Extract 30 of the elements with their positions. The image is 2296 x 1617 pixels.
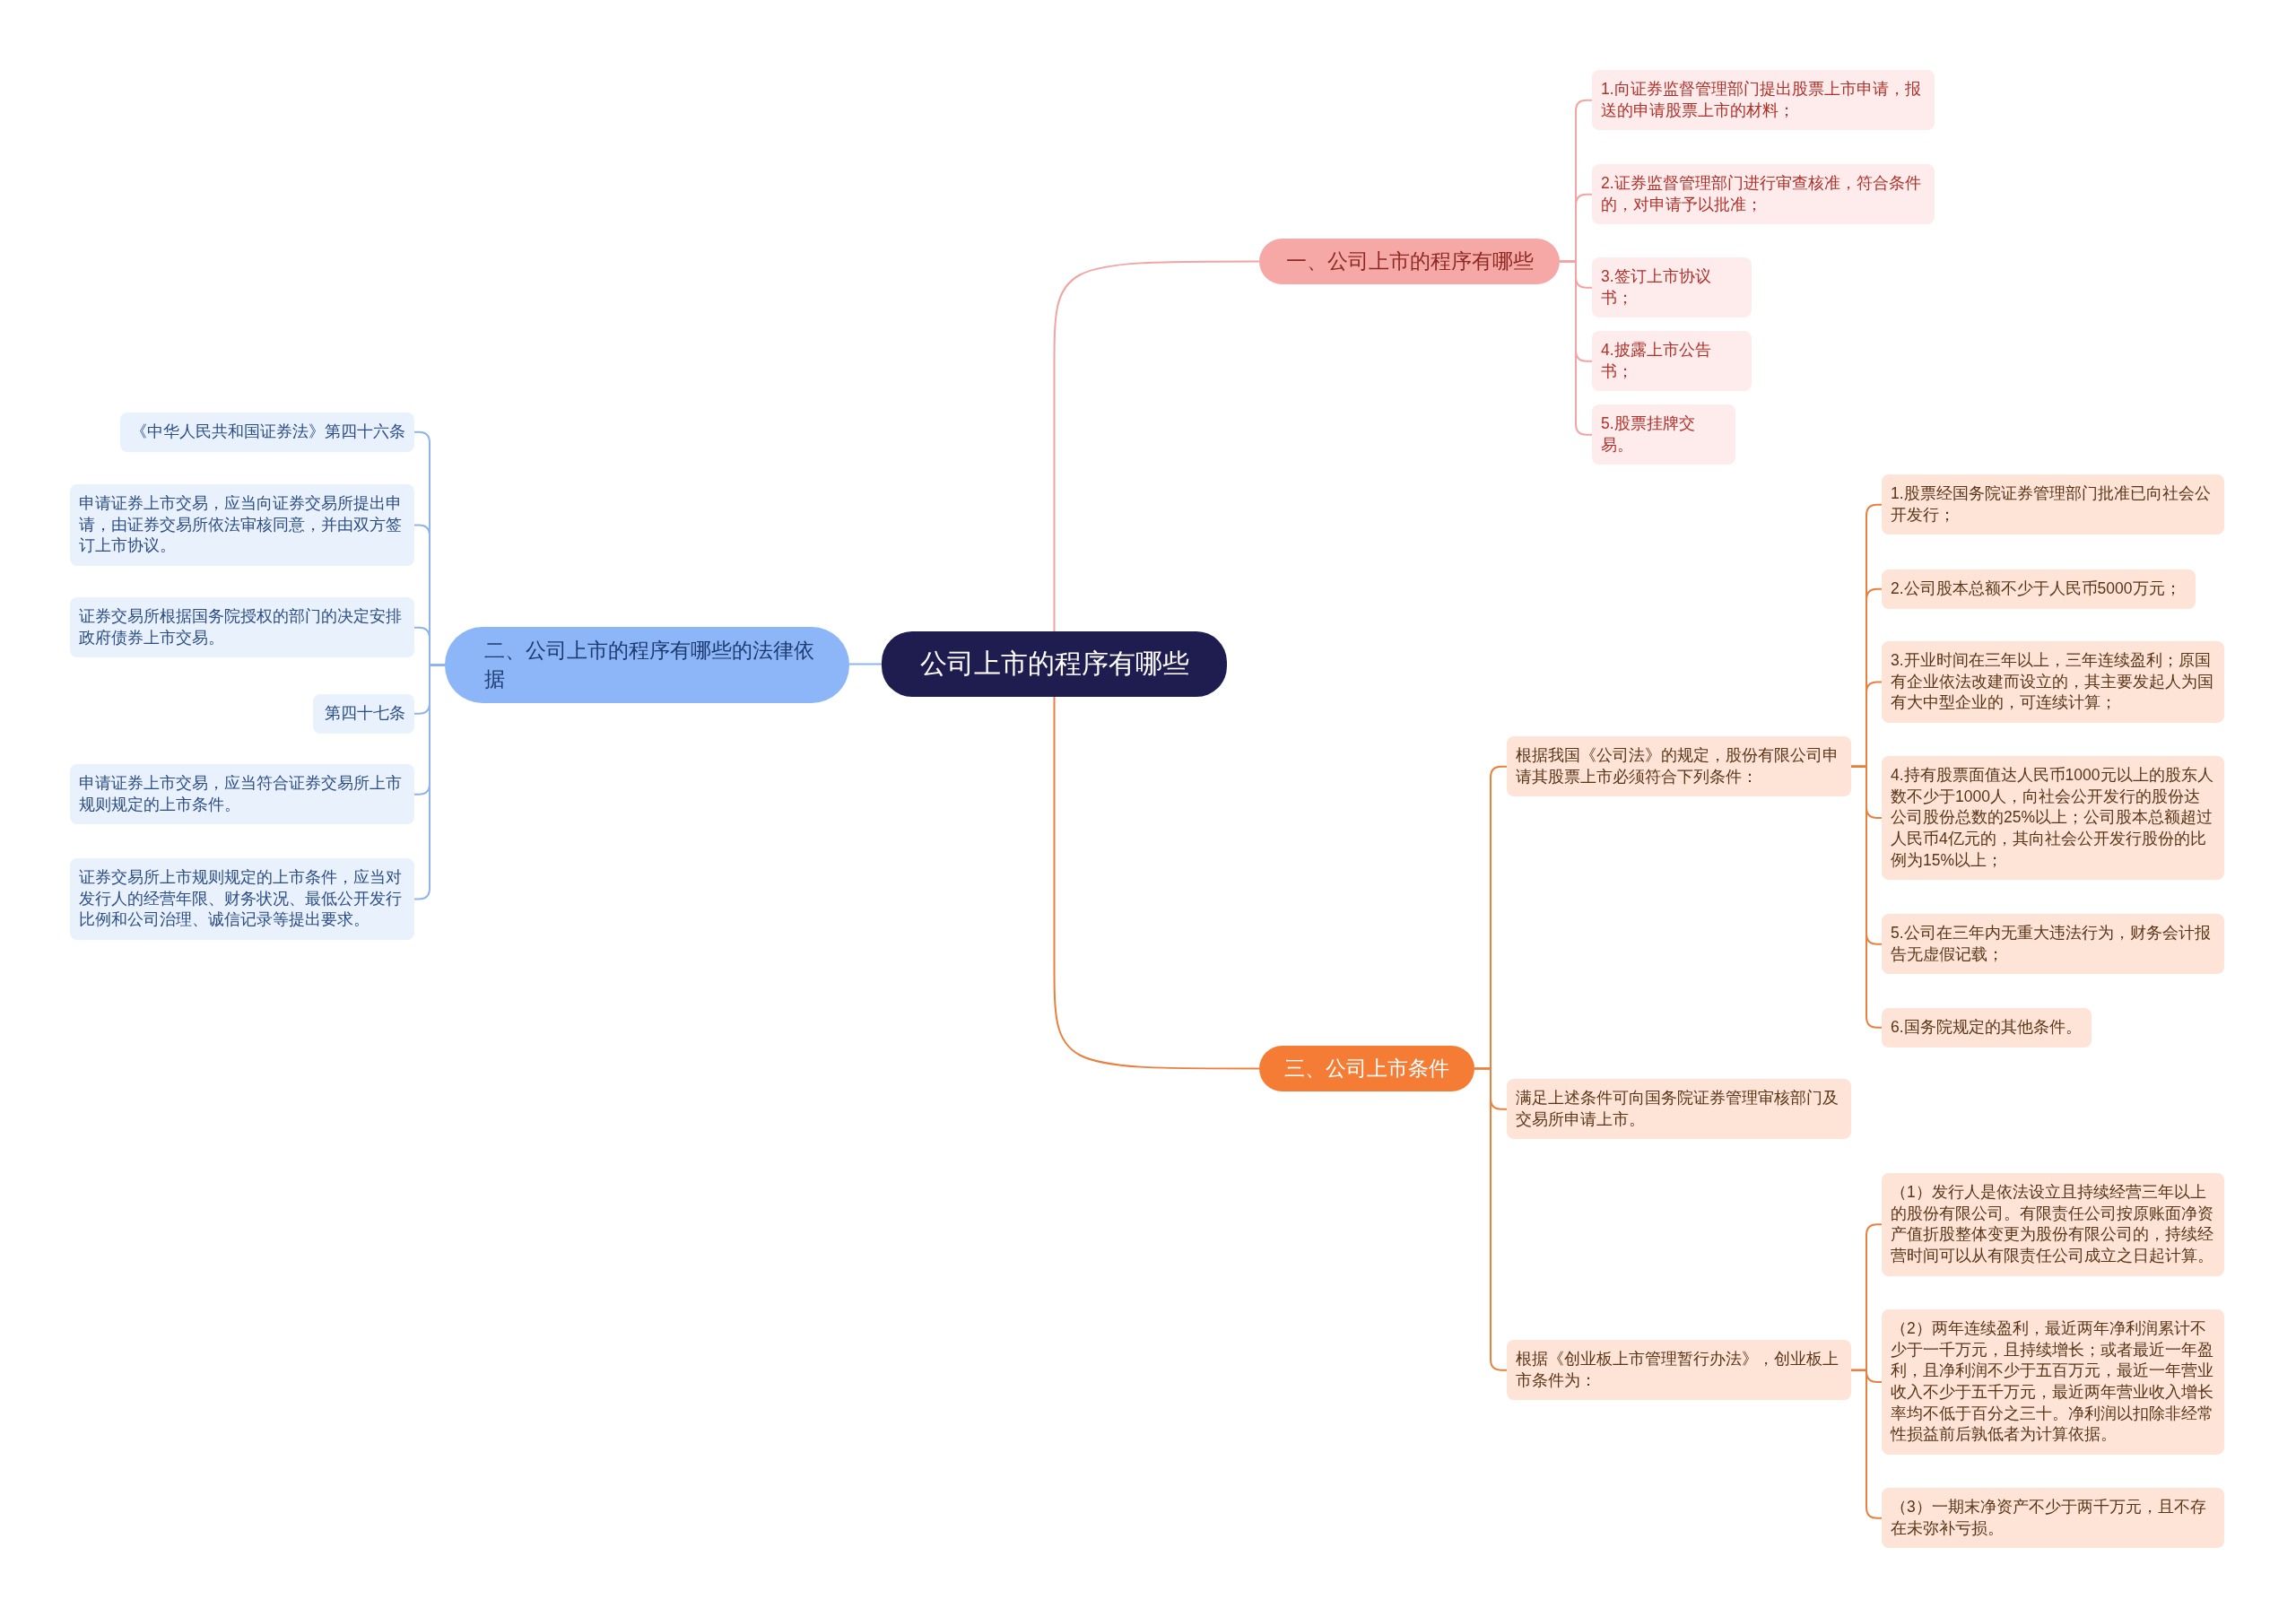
note-box: 2.公司股本总额不少于人民币5000万元；	[1882, 569, 2196, 609]
note-box: 6.国务院规定的其他条件。	[1882, 1008, 2092, 1048]
note-box: （3）一期末净资产不少于两千万元，且不存在未弥补亏损。	[1882, 1488, 2224, 1549]
topic-box: 二、公司上市的程序有哪些的法律依据	[445, 627, 849, 703]
note-box: 5.股票挂牌交易。	[1592, 404, 1735, 465]
note-box: （2）两年连续盈利，最近两年净利润累计不少于一千万元，且持续增长；或者最近一年盈利，且净利润不少于五百万元，最近一年营业收入不少于五千万元，最近两年营业收入增长率均不低于百分之三十。净利润以扣除非经常性损益前后孰低者为计算依据。	[1882, 1309, 2224, 1455]
connector-line	[1053, 260, 1260, 632]
note-box: 3.签订上市协议书；	[1592, 257, 1752, 318]
note-box: 4.持有股票面值达人民币1000元以上的股东人数不少于1000人，向社会公开发行的股份达公司股份总数的25%以上；公司股本总额超过人民币4亿元的，其向社会公开发行股份的比例为15%以上；	[1882, 756, 2224, 881]
connector-line	[848, 663, 883, 665]
central-topic-box: 公司上市的程序有哪些	[882, 631, 1227, 697]
note-box: 根据我国《公司法》的规定，股份有限公司申请其股票上市必须符合下列条件：	[1507, 736, 1851, 797]
note-box: 第四十七条	[313, 694, 414, 734]
note-box: 证券交易所根据国务院授权的部门的决定安排政府债券上市交易。	[70, 597, 414, 658]
note-box: （1）发行人是依法设立且持续经营三年以上的股份有限公司。有限责任公司按原账面净资产值折股整体变更为股份有限公司的，持续经营时间可以从有限责任公司成立之日起计算。	[1882, 1173, 2224, 1276]
note-box: 1.向证券监督管理部门提出股票上市申请，报送的申请股票上市的材料；	[1592, 70, 1935, 131]
note-box: 申请证券上市交易，应当符合证券交易所上市规则规定的上市条件。	[70, 764, 414, 825]
note-box: 满足上述条件可向国务院证券管理审核部门及交易所申请上市。	[1507, 1079, 1851, 1140]
note-box: 《中华人民共和国证券法》第四十六条	[120, 413, 414, 452]
topic-box: 一、公司上市的程序有哪些	[1259, 239, 1560, 284]
note-box: 4.披露上市公告书；	[1592, 331, 1752, 392]
note-box: 3.开业时间在三年以上，三年连续盈利；原国有企业依法改建而设立的，其主要发起人为国有大中型企业的，可连续计算；	[1882, 641, 2224, 723]
note-box: 根据《创业板上市管理暂行办法》，创业板上市条件为：	[1507, 1340, 1851, 1401]
connector-line	[1053, 696, 1260, 1070]
note-box: 2.证券监督管理部门进行审查核准，符合条件的，对申请予以批准；	[1592, 164, 1935, 225]
note-box: 申请证券上市交易，应当向证券交易所提出申请，由证券交易所依法审核同意，并由双方签订上市协议。	[70, 484, 414, 566]
note-box: 证券交易所上市规则规定的上市条件，应当对发行人的经营年限、财务状况、最低公开发行比例和公司治理、诚信记录等提出要求。	[70, 858, 414, 940]
topic-box: 三、公司上市条件	[1259, 1046, 1474, 1091]
note-box: 5.公司在三年内无重大违法行为，财务会计报告无虚假记载；	[1882, 914, 2224, 975]
note-box: 1.股票经国务院证券管理部门批准已向社会公开发行；	[1882, 474, 2224, 535]
